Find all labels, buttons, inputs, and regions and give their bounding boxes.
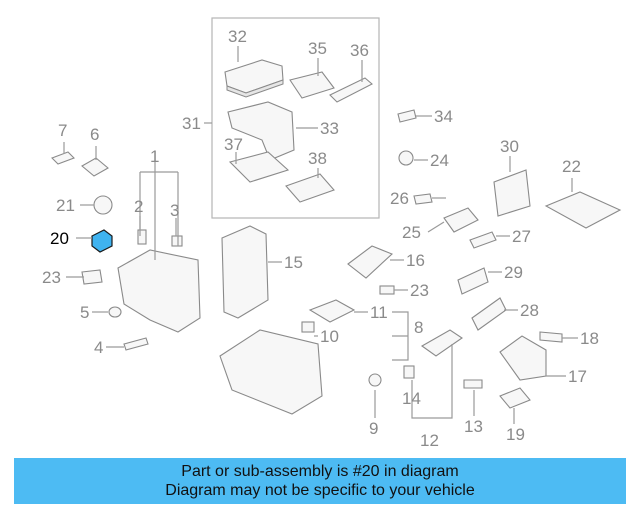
part-25[interactable] <box>443 207 479 233</box>
callout-24: 24 <box>430 151 449 170</box>
part-16[interactable] <box>347 245 394 279</box>
callout-18: 18 <box>580 329 599 348</box>
part-3-clip[interactable] <box>171 235 183 247</box>
part-27[interactable] <box>469 231 497 249</box>
callout-27: 27 <box>512 227 531 246</box>
callout-21: 21 <box>56 196 75 215</box>
callout-23-mid: 23 <box>410 281 429 300</box>
callout-26: 26 <box>390 189 409 208</box>
banner-line-1: Part or sub-assembly is #20 in diagram <box>181 463 459 480</box>
callout-16: 16 <box>406 251 425 270</box>
banner-line-2: Diagram may not be specific to your vehi… <box>165 482 475 499</box>
callout-33: 33 <box>320 119 339 138</box>
part-19-plate[interactable] <box>499 387 531 409</box>
callout-19: 19 <box>506 425 525 444</box>
part-23-bolt-left[interactable] <box>81 269 103 285</box>
callout-20-highlighted: 20 <box>50 229 69 248</box>
callout-15: 15 <box>284 253 303 272</box>
callout-25: 25 <box>402 223 421 242</box>
callout-35: 35 <box>308 39 327 58</box>
part-17-bin[interactable] <box>499 335 547 381</box>
callout-32: 32 <box>228 27 247 46</box>
callout-22: 22 <box>562 157 581 176</box>
part-8-console-base[interactable] <box>219 329 323 415</box>
part-15-panel[interactable] <box>221 225 269 319</box>
callout-1: 1 <box>150 147 159 166</box>
callout-17: 17 <box>568 367 587 386</box>
callout-23-left: 23 <box>42 268 61 287</box>
part-12-bracket[interactable] <box>420 329 463 357</box>
part-34-screw[interactable] <box>397 109 417 123</box>
part-38-tray[interactable] <box>285 173 335 203</box>
callout-36: 36 <box>350 41 369 60</box>
part-10[interactable] <box>301 321 315 333</box>
callout-9: 9 <box>369 419 378 438</box>
callout-12: 12 <box>420 431 439 450</box>
part-18-screw[interactable] <box>539 331 563 343</box>
part-30[interactable] <box>493 169 531 217</box>
part-24-grommet[interactable] <box>398 150 414 166</box>
callout-38: 38 <box>308 149 327 168</box>
callout-10: 10 <box>320 327 339 346</box>
part-1-console-front[interactable] <box>117 249 201 333</box>
part-29[interactable] <box>457 267 489 295</box>
callout-4: 4 <box>94 338 103 357</box>
part-11[interactable] <box>308 299 356 323</box>
callout-3: 3 <box>170 201 179 220</box>
callout-8: 8 <box>414 318 423 337</box>
callout-5: 5 <box>80 303 89 322</box>
part-5[interactable] <box>108 306 122 318</box>
part-9-screw[interactable] <box>368 373 382 387</box>
part-22-tray[interactable] <box>544 191 622 229</box>
info-banner: Part or sub-assembly is #20 in diagram D… <box>14 458 626 504</box>
part-13-bolt[interactable] <box>463 379 483 389</box>
part-20-highlighted[interactable] <box>91 229 113 253</box>
callout-34: 34 <box>434 107 453 126</box>
assembly-31-box <box>211 17 380 219</box>
callout-28: 28 <box>520 301 539 320</box>
callout-labels: 1 2 3 4 5 6 7 8 9 10 11 12 13 14 15 16 1… <box>42 27 599 450</box>
part-35-plate[interactable] <box>289 71 335 99</box>
part-14-clip[interactable] <box>403 365 415 379</box>
callout-11: 11 <box>370 303 388 322</box>
part-33-box[interactable] <box>227 101 295 161</box>
part-28[interactable] <box>471 297 507 331</box>
callout-31: 31 <box>182 114 201 133</box>
callout-37: 37 <box>224 135 243 154</box>
part-21-knob[interactable] <box>93 195 113 215</box>
part-4-screw[interactable] <box>123 337 149 351</box>
callout-7: 7 <box>58 121 67 140</box>
callout-13: 13 <box>464 417 483 436</box>
callout-29: 29 <box>504 263 523 282</box>
part-26-bolt[interactable] <box>413 193 433 205</box>
callout-30: 30 <box>500 137 519 156</box>
part-37-tray[interactable] <box>228 151 290 183</box>
part-36-bracket[interactable] <box>329 77 373 103</box>
callout-14: 14 <box>402 389 421 408</box>
parts-diagram: 1 2 3 4 5 6 7 8 9 10 11 12 13 14 15 16 1… <box>42 17 622 450</box>
part-7[interactable] <box>51 151 75 165</box>
part-2-pin[interactable] <box>137 229 147 245</box>
part-23-bolt-mid[interactable] <box>379 285 395 295</box>
part-32-lid[interactable] <box>224 59 284 98</box>
part-6[interactable] <box>81 157 109 177</box>
callout-6: 6 <box>90 125 99 144</box>
leader-lines <box>63 46 578 424</box>
callout-2: 2 <box>134 197 143 216</box>
